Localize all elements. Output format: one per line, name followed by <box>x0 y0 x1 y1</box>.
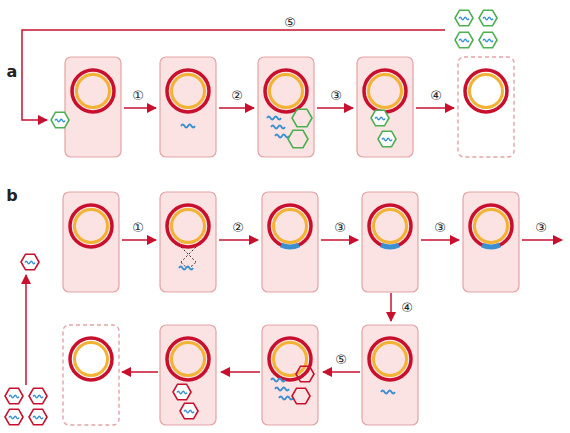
callout-number: ④ <box>430 89 442 102</box>
callout-number: ③ <box>434 221 446 234</box>
panel-letter: a <box>7 64 18 80</box>
lytic-row <box>22 10 514 157</box>
callout-number: ③ <box>334 221 346 234</box>
callout-number: ① <box>132 89 144 102</box>
callout-number: ⑤ <box>284 16 296 29</box>
callout-number: ③ <box>330 89 342 102</box>
lysogenic-row <box>5 192 562 425</box>
flow-arrows <box>26 240 562 385</box>
callout-number: ④ <box>401 301 413 314</box>
panel-letter: b <box>6 188 17 204</box>
callout-number: ⑤ <box>335 353 347 366</box>
callout-number: ① <box>132 221 144 234</box>
callout-number: ③ <box>535 221 547 234</box>
callout-number: ② <box>232 221 244 234</box>
flow-arrows <box>22 30 454 120</box>
callout-number: ② <box>231 89 243 102</box>
